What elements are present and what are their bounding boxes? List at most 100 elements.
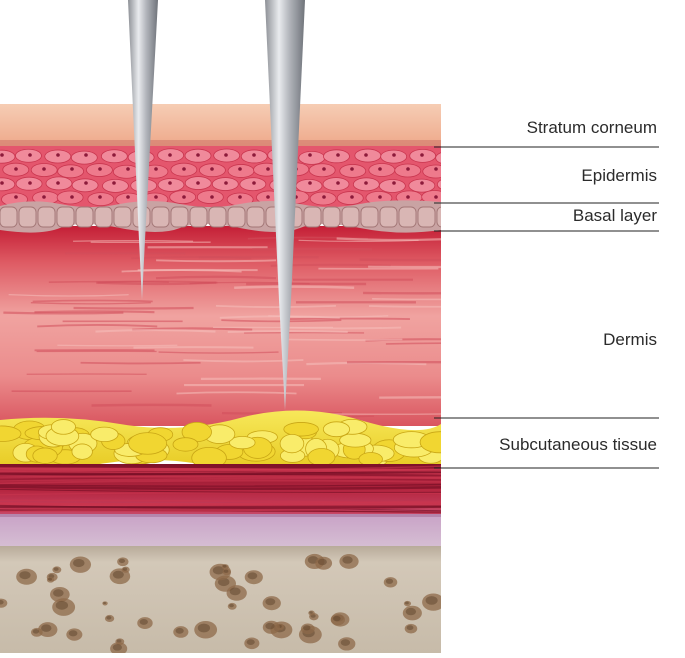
basal-cell <box>361 207 378 227</box>
fat-lobule <box>359 453 383 466</box>
basal-cell <box>418 207 435 227</box>
epidermis-cell <box>228 164 254 177</box>
bone-pore-shadow <box>113 571 124 579</box>
dermis-fiber <box>57 345 177 346</box>
epidermis-cell <box>88 193 114 206</box>
dermis-fiber <box>372 299 492 300</box>
basal-cell <box>171 207 188 227</box>
dermis-fiber <box>156 260 276 261</box>
epidermis-cell <box>296 179 322 192</box>
cell-nucleus <box>378 167 382 171</box>
cell-nucleus <box>70 167 74 171</box>
fat-lobule <box>91 427 118 442</box>
basal-cell <box>342 207 359 227</box>
cell-nucleus <box>98 167 102 171</box>
cell-nucleus <box>224 153 228 157</box>
fascia-layer <box>0 514 441 548</box>
cell-nucleus <box>182 195 186 199</box>
epidermis-cell <box>423 165 449 178</box>
cell-nucleus <box>84 181 88 185</box>
cell-nucleus <box>210 195 214 199</box>
epidermis-cell <box>58 165 84 178</box>
cell-nucleus <box>266 167 270 171</box>
basal-cell <box>57 207 74 227</box>
cell-nucleus <box>196 181 200 185</box>
epidermis-cell <box>340 164 366 177</box>
cell-nucleus <box>168 181 172 185</box>
fat-lobule <box>308 449 335 466</box>
cell-nucleus <box>14 167 18 171</box>
cell-nucleus <box>126 167 130 171</box>
epidermis-cell <box>102 179 128 192</box>
epidermis-cell <box>323 178 349 191</box>
dermis-fiber <box>282 339 402 340</box>
cell-nucleus <box>14 195 18 199</box>
bone-pore-shadow <box>248 572 258 579</box>
basal-cell <box>19 207 36 227</box>
fat-lobule <box>173 438 198 451</box>
bone-pore-shadow <box>103 602 106 604</box>
cell-nucleus <box>154 167 158 171</box>
cell-nucleus <box>42 167 46 171</box>
cell-nucleus <box>28 181 32 185</box>
basal-cell <box>323 207 340 227</box>
bone-pore-shadow <box>106 616 111 620</box>
bone-pore-shadow <box>309 611 312 613</box>
fat-lobule <box>284 422 319 436</box>
bone-pore-shadow <box>123 568 127 571</box>
epidermis-cell <box>158 178 184 191</box>
bone-pore-shadow <box>426 596 438 605</box>
fat-lobule <box>280 434 304 452</box>
cell-nucleus <box>364 181 368 185</box>
dermis-fiber <box>34 311 154 312</box>
basal-cell <box>399 207 416 227</box>
epidermis-cell <box>355 149 381 162</box>
epidermis-cell <box>72 179 98 192</box>
bone-pore-shadow <box>56 601 68 610</box>
bone-pore-shadow <box>247 639 255 645</box>
epidermis-cell <box>337 192 363 205</box>
bone-pore-shadow <box>333 616 341 621</box>
cell-nucleus <box>420 181 424 185</box>
bone-pore-shadow <box>341 639 350 646</box>
bone-pore-shadow <box>119 559 125 563</box>
fat-lobule <box>129 433 167 455</box>
epidermis-cell <box>113 165 139 178</box>
epidermis-cell <box>379 179 405 192</box>
label-dermis: Dermis <box>603 330 657 350</box>
cell-nucleus <box>196 153 200 157</box>
basal-cell <box>76 207 93 227</box>
cell-nucleus <box>210 167 214 171</box>
bone-pore-shadow <box>198 624 210 633</box>
cell-nucleus <box>28 153 32 157</box>
cell-nucleus <box>0 181 4 185</box>
epidermis-cell <box>57 191 83 204</box>
cell-nucleus <box>322 195 326 199</box>
cell-nucleus <box>336 181 340 185</box>
bone-pore-shadow <box>69 630 78 636</box>
label-subcutaneous-tissue: Subcutaneous tissue <box>499 435 657 455</box>
basal-cell <box>152 207 169 227</box>
dermis-fiber <box>73 241 193 242</box>
bone-pore-shadow <box>224 570 229 573</box>
cell-nucleus <box>224 181 228 185</box>
cell-nucleus <box>42 195 46 199</box>
bone-pore-shadow <box>406 608 416 615</box>
basal-cell <box>0 207 17 227</box>
fat-lobule <box>323 422 349 437</box>
cell-nucleus <box>56 153 60 157</box>
fat-lobule <box>420 432 460 453</box>
bone-pore-shadow <box>140 619 148 625</box>
cell-nucleus <box>420 153 424 157</box>
cell-nucleus <box>252 153 256 157</box>
bone-pore-shadow <box>405 602 409 605</box>
cell-nucleus <box>392 181 396 185</box>
bone-pore-shadow <box>48 578 52 581</box>
epidermis-cell <box>437 178 463 191</box>
cell-nucleus <box>112 181 116 185</box>
bone-pore-shadow <box>53 589 64 597</box>
epidermis-cell <box>369 163 395 176</box>
label-basal-layer: Basal layer <box>573 206 657 226</box>
